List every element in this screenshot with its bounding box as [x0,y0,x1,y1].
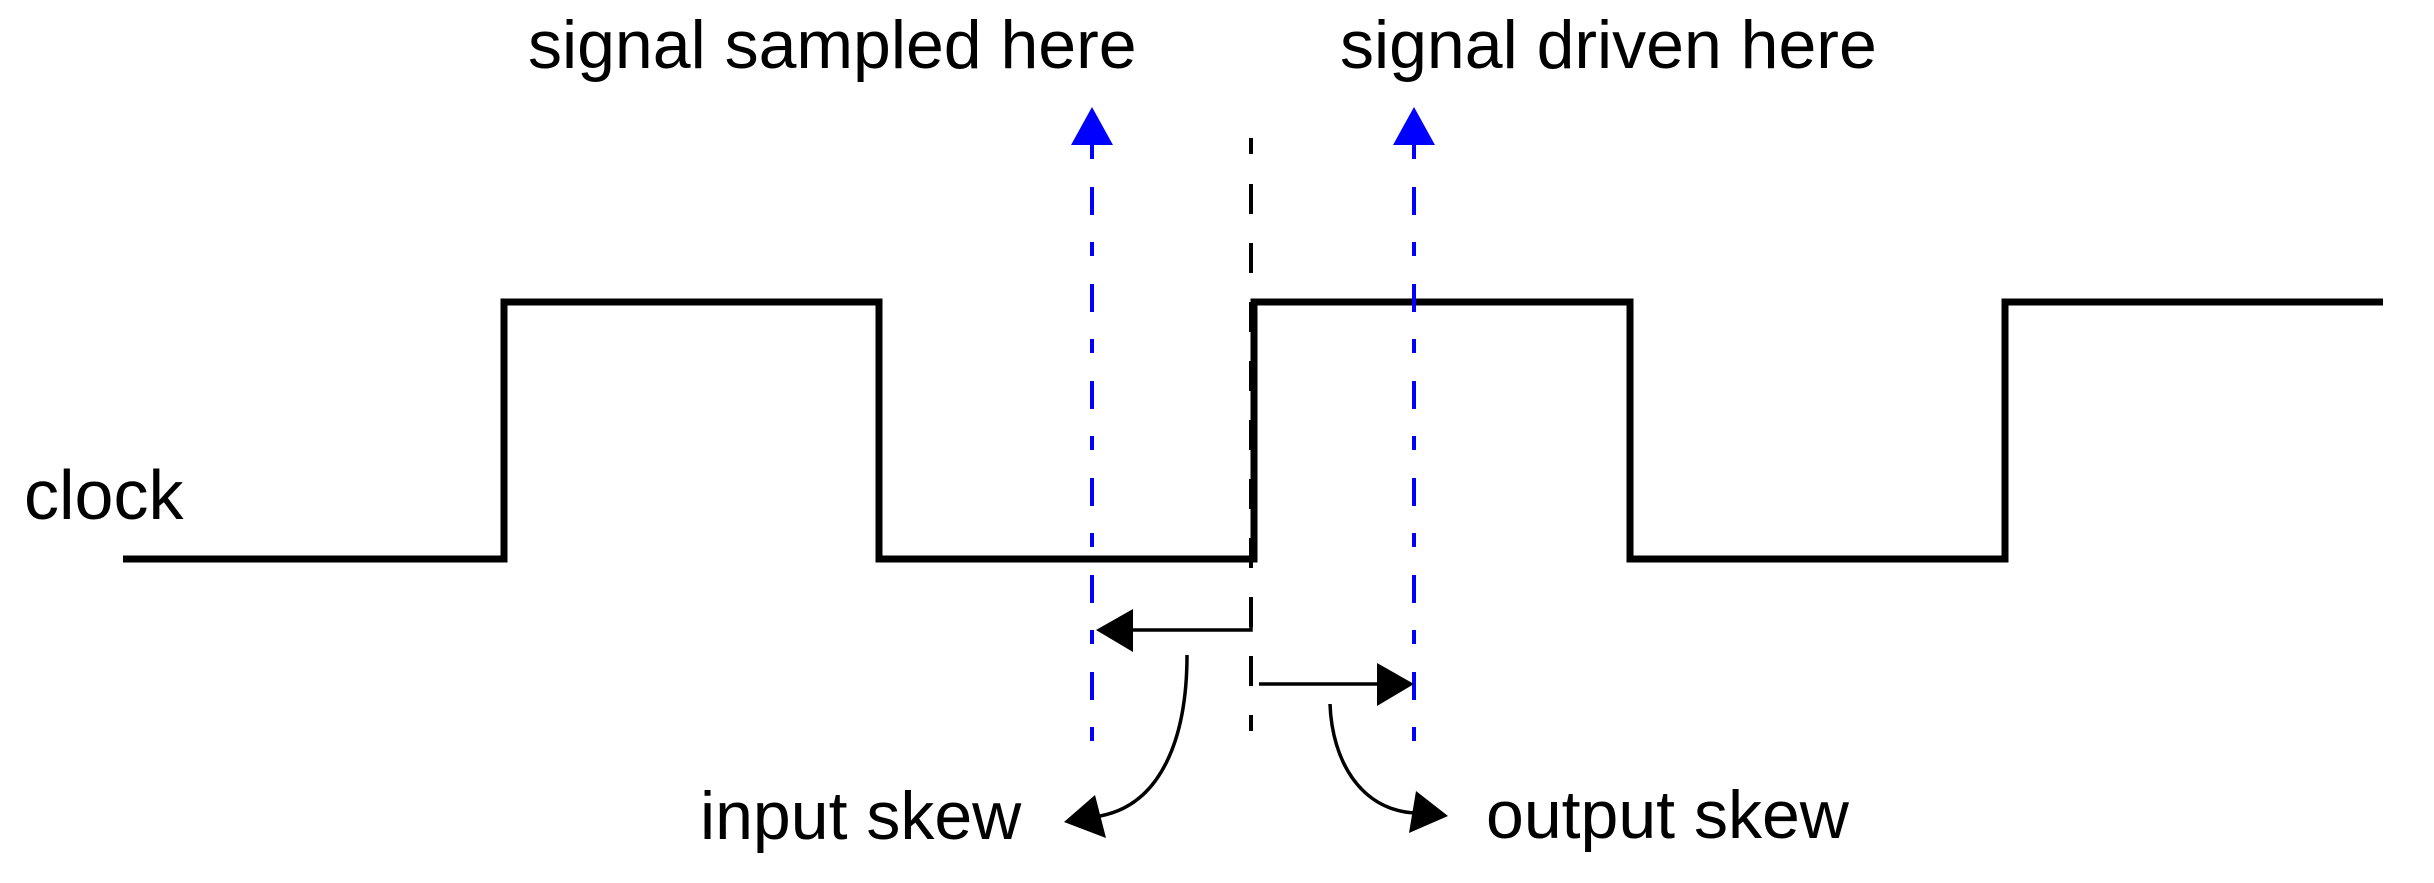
input-skew-arrow-line [1130,601,1253,632]
output-skew-label: output skew [1486,777,1850,853]
input-skew-pointer-curve [1099,654,1189,818]
output-skew-pointer-arrowhead [1409,791,1448,833]
input-skew-pointer-arrowhead [1064,795,1106,838]
signal-sampled-label: signal sampled here [528,7,1137,83]
sample-marker-arrowhead [1071,107,1113,145]
output-skew-arrowhead [1377,663,1414,706]
signal-driven-label: signal driven here [1340,7,1877,83]
drive-marker-arrowhead [1393,107,1435,145]
input-skew-label: input skew [700,778,1022,854]
input-skew-arrowhead [1096,609,1133,652]
clock-waveform [123,298,2383,563]
clock-label: clock [24,456,184,534]
output-skew-pointer-curve [1328,703,1416,815]
